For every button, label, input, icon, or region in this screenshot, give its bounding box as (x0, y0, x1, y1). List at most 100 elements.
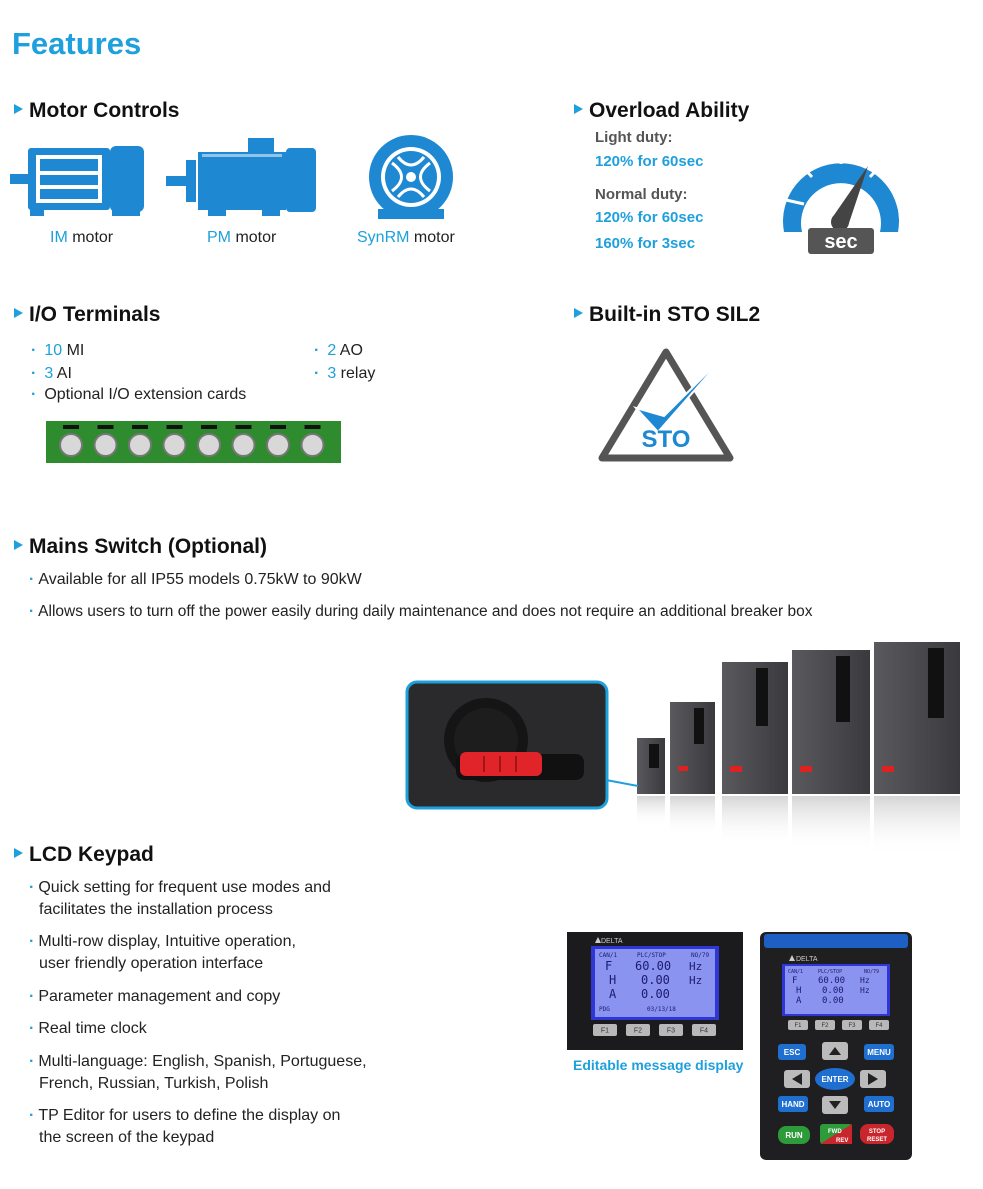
lcd-bullet-5: ·Multi-language: English, Spanish, Portu… (29, 1053, 367, 1092)
terminal-slot (166, 425, 183, 429)
function-key-label: F4 (875, 1023, 883, 1029)
svg-text:H: H (796, 986, 801, 996)
keypad-brand-small: DELTA (601, 938, 623, 945)
keypad-image: DELTA CAN/1 PLC/STOP NO/79 F 60.00 Hz H … (760, 932, 912, 1160)
terminal-screw (162, 433, 187, 457)
lcd-bullet-1: ·Quick setting for frequent use modes an… (29, 879, 331, 918)
svg-text:F: F (605, 959, 612, 973)
triangle-bullet-icon (14, 104, 23, 115)
normal-duty-value-2: 160% for 3sec (595, 235, 696, 252)
function-key (788, 1020, 808, 1030)
hand-key (778, 1096, 808, 1112)
svg-text:RESET: RESET (867, 1137, 887, 1143)
terminal-slot (132, 425, 148, 429)
motor-controls-heading: Motor Controls (14, 99, 179, 123)
function-key (692, 1024, 716, 1036)
triangle-bullet-icon (574, 308, 583, 319)
triangle-bullet-icon (14, 540, 23, 551)
io-item-ai: ·3 AI (31, 365, 72, 382)
svg-text:CAN/1: CAN/1 (599, 952, 617, 959)
auto-key (864, 1096, 894, 1112)
triangle-bullet-icon (574, 104, 583, 115)
sto-logo-text: STO (642, 426, 691, 453)
light-duty-label: Light duty: (595, 129, 673, 146)
svg-text:03/13/18: 03/13/18 (647, 1006, 676, 1013)
svg-text:A: A (609, 987, 617, 1001)
stop-reset-key (860, 1124, 894, 1144)
function-key-label: F3 (667, 1027, 675, 1034)
svg-text:HAND: HAND (781, 1100, 804, 1109)
triangle-bullet-icon (14, 308, 23, 319)
keypad-display-image: DELTA CAN/1 PLC/STOP NO/79 F 60.00 Hz H … (567, 932, 743, 1050)
page-title: Features (12, 26, 142, 61)
svg-text:PLC/STOP: PLC/STOP (637, 952, 666, 959)
gauge-percent-label: % (886, 201, 899, 217)
pm-motor-icon (166, 138, 316, 216)
lcd-heading: LCD Keypad (14, 843, 154, 867)
function-key (869, 1020, 889, 1030)
normal-duty-value-1: 120% for 60sec (595, 209, 704, 226)
function-key-label: F2 (634, 1027, 642, 1034)
gauge-sec-label: sec (824, 231, 857, 253)
synrm-motor-label: SynRM motor (357, 229, 455, 246)
terminal-slot (235, 425, 252, 429)
svg-text:MENU: MENU (867, 1048, 891, 1057)
function-key-label: F1 (794, 1023, 802, 1029)
run-key (778, 1126, 810, 1144)
terminal-screw (231, 433, 256, 457)
terminal-screw (197, 433, 221, 457)
light-duty-value: 120% for 60sec (595, 153, 704, 170)
function-key (626, 1024, 650, 1036)
mains-bullet-1: ·Available for all IP55 models 0.75kW to… (29, 571, 362, 588)
terminal-screw (93, 433, 118, 457)
normal-duty-label: Normal duty: (595, 186, 688, 203)
svg-text:A: A (796, 996, 802, 1006)
keypad-brand: DELTA (796, 956, 818, 963)
svg-text:ENTER: ENTER (821, 1075, 848, 1084)
terminal-slot (63, 425, 79, 429)
terminal-slot (201, 425, 217, 429)
pm-motor-label: PM motor (207, 229, 277, 246)
terminal-screw (128, 433, 152, 457)
function-key-label: F4 (700, 1027, 708, 1034)
mains-heading: Mains Switch (Optional) (14, 535, 267, 559)
terminal-screw (300, 433, 325, 457)
svg-text:H: H (609, 973, 616, 987)
triangle-bullet-icon (14, 848, 23, 859)
function-key-label: F1 (601, 1027, 609, 1034)
terminal-screw (59, 433, 83, 457)
io-heading: I/O Terminals (14, 303, 161, 327)
svg-text:AUTO: AUTO (868, 1100, 891, 1109)
drive-lineup-image (405, 642, 960, 856)
io-item-extension: ·Optional I/O extension cards (31, 386, 247, 403)
esc-key (778, 1044, 806, 1060)
terminal-slot (97, 425, 114, 429)
overload-heading: Overload Ability (574, 99, 749, 123)
display-caption: Editable message display (573, 1057, 744, 1073)
function-key (593, 1024, 617, 1036)
io-item-mi: ·10 MI (31, 342, 85, 359)
terminal-screw (266, 433, 290, 457)
svg-text:CAN/1: CAN/1 (788, 969, 803, 975)
function-key (842, 1020, 862, 1030)
svg-text:60.00: 60.00 (635, 959, 671, 973)
svg-text:RUN: RUN (785, 1131, 803, 1140)
lcd-bullet-6: ·TP Editor for users to define the displ… (29, 1107, 341, 1146)
function-key (815, 1020, 835, 1030)
svg-text:FWD: FWD (828, 1129, 842, 1135)
svg-text:PDG: PDG (599, 1006, 610, 1013)
svg-text:Hz: Hz (689, 960, 702, 973)
svg-text:PLC/STOP: PLC/STOP (818, 969, 842, 975)
terminal-slot (270, 425, 286, 429)
function-key (659, 1024, 683, 1036)
svg-text:REV: REV (836, 1138, 848, 1144)
svg-text:0.00: 0.00 (641, 987, 670, 1001)
svg-text:0.00: 0.00 (822, 996, 844, 1006)
lcd-bullet-2: ·Multi-row display, Intuitive operation,… (29, 933, 296, 972)
svg-text:NO/79: NO/79 (691, 952, 709, 959)
synrm-motor-icon (369, 135, 453, 219)
im-motor-icon (10, 146, 144, 216)
svg-text:0.00: 0.00 (822, 986, 844, 996)
sto-logo: STO (598, 348, 734, 462)
terminal-block-image (46, 421, 341, 463)
